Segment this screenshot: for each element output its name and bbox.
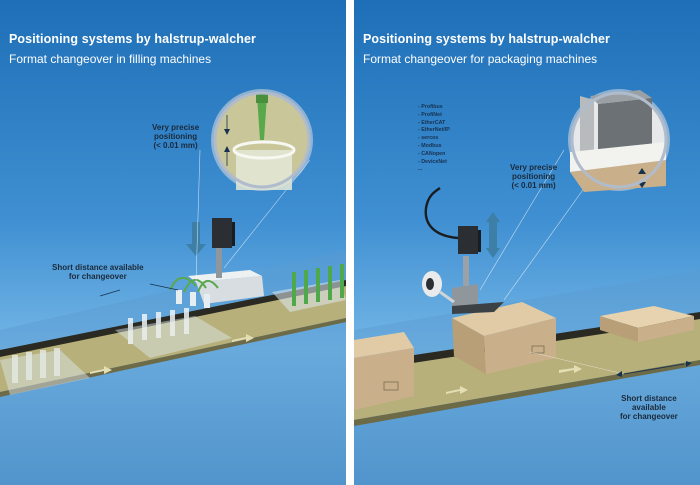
packaging-machine-illustration (354, 89, 700, 485)
distance-callout: Short distance available for changeover (620, 394, 678, 421)
list-item: ... (418, 166, 423, 173)
list-item: - EtherNet/IP (418, 127, 450, 134)
magnifier-lens-icon (568, 89, 670, 192)
distance-arrow-icon (529, 351, 692, 377)
cardboard-box-left (354, 332, 414, 410)
vial-tray-right-green (272, 264, 346, 312)
list-item: - Profibus (418, 104, 443, 110)
positioning-actuator-icon (458, 226, 478, 254)
filling-machine-illustration (0, 89, 346, 485)
list-item: - sercos (418, 135, 439, 142)
right-panel-packaging: Positioning systems by halstrup-walcher … (354, 0, 700, 485)
magnifier-lens-icon (211, 89, 313, 191)
positioning-actuator-icon (212, 218, 235, 278)
distance-arrow-icon (149, 283, 179, 291)
panel-subtitle: Format changeover in filling machines (9, 52, 212, 66)
list-item: - DeviceNet (418, 158, 447, 165)
precision-callout: Very precise positioning (< 0.01 mm) (510, 163, 558, 190)
list-item: - EtherCAT (418, 119, 446, 126)
precision-callout: Very precise positioning (< 0.01 mm) (152, 123, 200, 150)
vial-tray-left (0, 348, 90, 395)
conveyor-arrow-icon (232, 334, 254, 342)
list-item: - ProfiNet (418, 111, 442, 118)
list-item: - Modbus (418, 142, 442, 149)
tape-reel-icon (422, 271, 455, 304)
vertical-arrow-icon (186, 222, 206, 256)
cardboard-box-center (452, 302, 556, 374)
tape-applicator (452, 226, 504, 314)
list-item: - CANopen (418, 150, 446, 157)
fieldbus-list: - Profibus - ProfiNet - EtherCAT - Ether… (418, 104, 450, 174)
cable-icon (424, 187, 459, 240)
conveyor-arrow-icon (446, 386, 468, 394)
panel-title: Positioning systems by halstrup-walcher (363, 32, 611, 46)
distance-callout: Short distance available for changeover (52, 263, 144, 281)
panel-subtitle: Format changeover for packaging machines (363, 52, 598, 66)
filling-head (169, 270, 264, 308)
left-panel-filling: Positioning systems by halstrup-walcher … (0, 0, 346, 485)
conveyor-arrow-icon (559, 365, 582, 373)
cardboard-box-right (600, 306, 694, 342)
vial-tray-center (115, 308, 232, 358)
conveyor-arrow-icon (90, 366, 112, 374)
double-arrow-icon (486, 212, 500, 258)
panel-title: Positioning systems by halstrup-walcher (9, 32, 257, 46)
